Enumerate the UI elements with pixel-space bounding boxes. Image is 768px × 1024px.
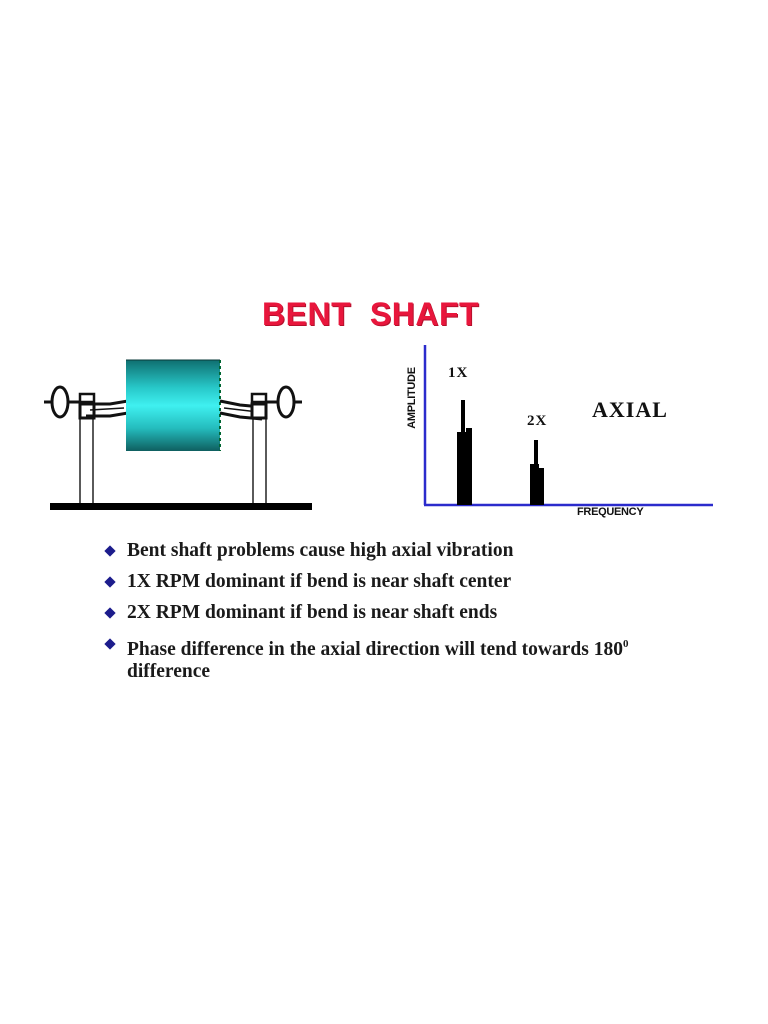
bullet-list: Bent shaft problems cause high axial vib…: [104, 540, 664, 692]
diamond-bullet-icon: [104, 545, 116, 557]
spectrum-plot: [423, 345, 713, 507]
bullet-item: 1X RPM dominant if bend is near shaft ce…: [104, 571, 664, 593]
bullet-text: 1X RPM dominant if bend is near shaft ce…: [127, 571, 512, 592]
slide-title: BENT SHAFT: [262, 296, 480, 332]
bent-shaft-diagram: [40, 350, 320, 520]
axial-spectrum-chart: AMPLITUDE FREQUENCY 1X 2X AXIAL: [395, 340, 725, 525]
peak-1x-label: 1X: [448, 365, 469, 381]
bullet-text-after: difference: [127, 661, 211, 682]
diamond-bullet-icon: [104, 607, 116, 619]
direction-label: AXIAL: [592, 397, 668, 422]
bent-shaft-illustration-icon: [44, 359, 312, 510]
base-plate: [50, 503, 312, 510]
degree-superscript: 0: [622, 638, 629, 650]
bullet-item: 2X RPM dominant if bend is near shaft en…: [104, 602, 664, 624]
peak-2x-label: 2X: [527, 413, 548, 429]
bullet-text-before: Phase difference in the axial direction …: [127, 639, 623, 660]
diamond-bullet-icon: [104, 576, 116, 588]
diamond-bullet-icon: [104, 638, 116, 650]
bullet-text: 2X RPM dominant if bend is near shaft en…: [127, 602, 498, 623]
x-axis-label: FREQUENCY: [577, 506, 644, 518]
y-axis-label: AMPLITUDE: [406, 367, 418, 429]
rotor: [126, 360, 220, 451]
bullet-text: Bent shaft problems cause high axial vib…: [127, 540, 514, 561]
peak-1x: [457, 400, 472, 505]
bullet-item: Phase difference in the axial direction …: [104, 633, 664, 683]
peak-2x: [530, 440, 544, 505]
bullet-item: Bent shaft problems cause high axial vib…: [104, 540, 664, 562]
